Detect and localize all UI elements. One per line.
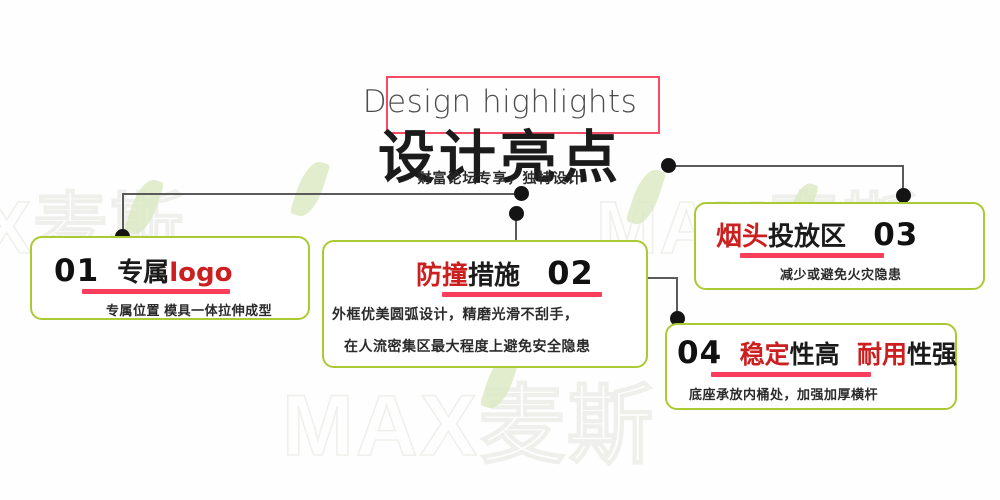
header-subtitle: 财富论坛专享，独特设计	[417, 170, 583, 186]
connector-node-card-02	[509, 206, 524, 221]
connector-line-card-03-horizontal	[668, 165, 904, 167]
connector-line-card-03-vertical	[902, 165, 904, 195]
card-03-subtitle: 减少或避免火灾隐患	[780, 267, 902, 282]
card-04-number: 04	[677, 335, 723, 371]
watermark-text-center: MAX麦斯	[281, 377, 656, 475]
card-03-title-highlight: 烟头	[716, 222, 769, 252]
card-04-title: 04 稳定性高 耐用性强	[677, 335, 957, 371]
card-02-number: 02	[547, 254, 594, 292]
card-02-subtitle-line1: 外框优美圆弧设计，精磨光滑不刮手，	[332, 306, 579, 322]
connector-line-card-04-vertical	[676, 277, 678, 317]
card-03-title-plain: 投放区	[768, 222, 847, 252]
card-01-subtitle: 专属位置 模具一体拉伸成型	[106, 303, 273, 318]
card-04-title-highlight-a: 稳定	[739, 340, 790, 369]
card-01-number: 01	[54, 253, 100, 289]
card-02-underline	[442, 292, 602, 297]
card-04-title-plain-b: 性强	[907, 340, 958, 369]
card-04-title-plain-a: 性高	[789, 340, 840, 369]
card-01-title-plain: 专属	[117, 258, 170, 288]
card-02-title-highlight: 防撞	[416, 261, 469, 291]
page-title: 设计亮点	[378, 125, 622, 191]
card-04-subtitle: 底座承放内桶处，加强加厚横杆	[689, 387, 879, 402]
highlight-card-02[interactable]: 防撞措施 02 外框优美圆弧设计，精磨光滑不刮手， 在人流密集区最大程度上避免安…	[322, 240, 648, 368]
card-02-title: 防撞措施 02	[416, 254, 594, 292]
connector-line-card-01-vertical	[122, 193, 124, 237]
connector-node-card-04	[670, 311, 685, 326]
header-frame	[386, 76, 660, 134]
card-04-underline	[711, 372, 871, 377]
highlight-card-01[interactable]: 01 专属logo 专属位置 模具一体拉伸成型	[30, 236, 310, 320]
connector-line-card-04-horizontal	[644, 277, 678, 279]
card-01-underline	[82, 289, 230, 294]
card-01-title-highlight: logo	[169, 258, 233, 288]
card-02-title-plain: 措施	[468, 261, 521, 291]
card-01-title: 01 专属logo	[54, 252, 233, 289]
card-03-underline	[740, 253, 884, 258]
card-02-subtitle-line2: 在人流密集区最大程度上避免安全隐患	[344, 338, 591, 354]
connector-line-card-02-vertical	[515, 213, 517, 243]
card-03-number: 03	[873, 217, 919, 253]
highlight-card-03[interactable]: 烟头投放区 03 减少或避免火灾隐患	[694, 202, 985, 290]
connector-node-card-03	[896, 188, 911, 203]
connector-node-hub-left	[514, 186, 529, 201]
header-english-title: Design highlights	[362, 84, 638, 120]
card-03-title: 烟头投放区 03	[716, 216, 918, 253]
card-04-title-highlight-b: 耐用	[857, 340, 908, 369]
highlight-card-04[interactable]: 04 稳定性高 耐用性强 底座承放内桶处，加强加厚横杆	[665, 323, 957, 410]
